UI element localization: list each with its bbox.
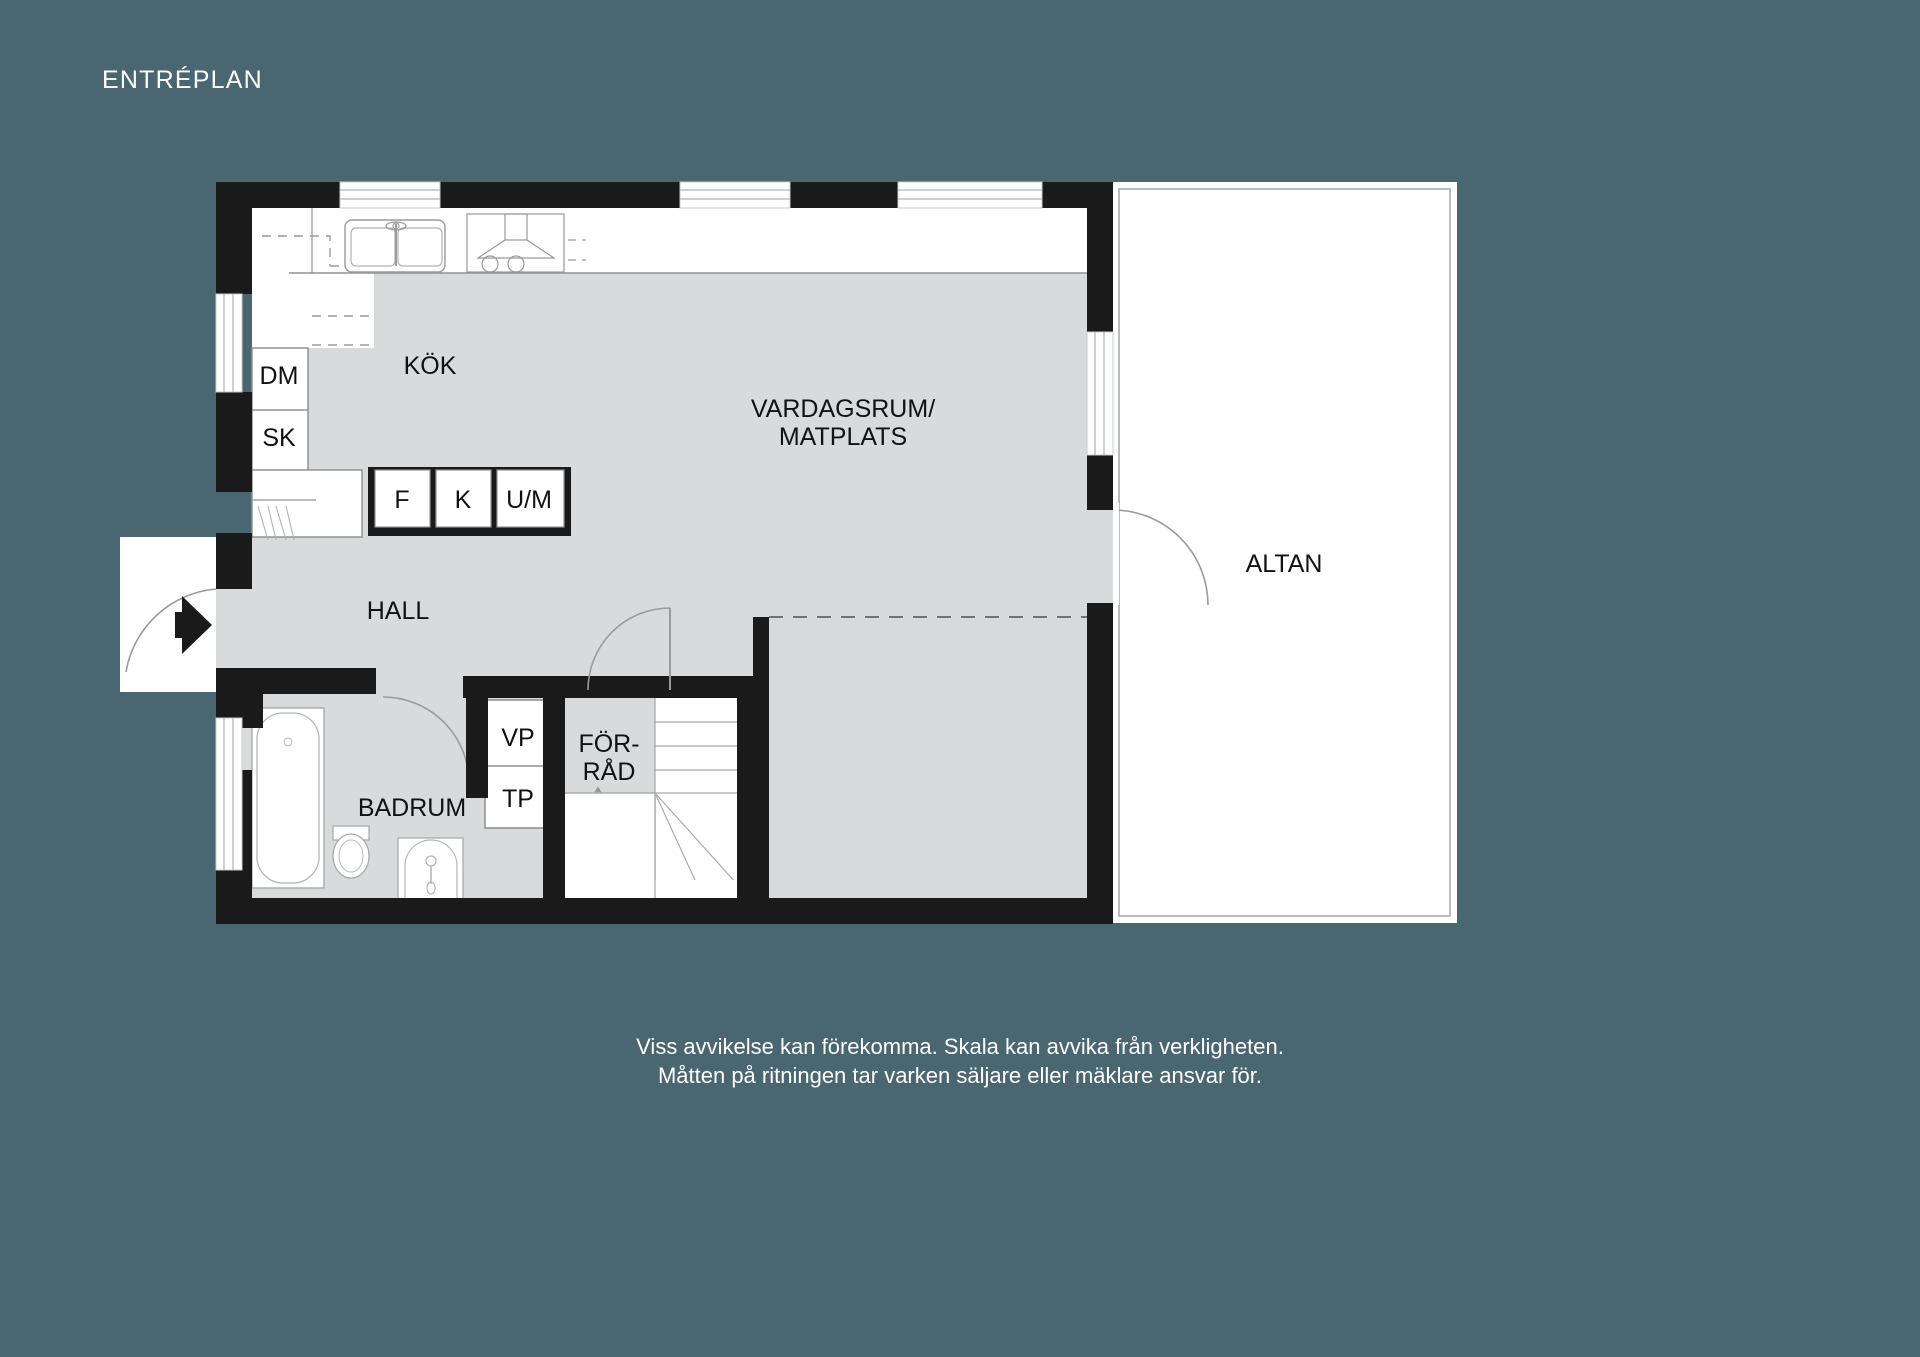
- room-label-hall: HALL: [367, 597, 430, 625]
- room-label-forrad-line2: RÅD: [583, 756, 636, 786]
- bathroom-fixtures: [251, 696, 470, 901]
- fixture-label-tp: TP: [502, 785, 534, 813]
- fixture-labels: DM SK F K U/M VP TP: [260, 362, 552, 813]
- disclaimer-line-2: Måtten på ritningen tar varken säljare e…: [657, 1063, 1263, 1089]
- kitchen-sink-icon: [344, 219, 446, 273]
- room-label-altan: ALTAN: [1246, 550, 1323, 578]
- stove-hood-icon: [466, 213, 586, 273]
- fixture-label-um: U/M: [506, 486, 552, 514]
- room-label-vardagsrum-line1: VARDAGSRUM/: [751, 395, 935, 423]
- walls: [216, 182, 1113, 924]
- room-label-badrum: BADRUM: [358, 794, 466, 822]
- room-label-kok: KÖK: [404, 352, 457, 380]
- patio-door: [1112, 503, 1209, 606]
- fixture-label-k: K: [455, 486, 472, 514]
- disclaimer-footer: Viss avvikelse kan förekomma. Skala kan …: [0, 1032, 1920, 1090]
- room-label-forrad-line1: FÖR-: [578, 730, 639, 758]
- washbasin-icon: [397, 837, 464, 901]
- fixture-label-sk: SK: [262, 424, 296, 452]
- entrance-arrow-icon: [175, 596, 212, 654]
- toilet-icon: [332, 825, 370, 879]
- windows: [215, 181, 1114, 871]
- appliance-block-fkum: [251, 467, 571, 541]
- room-labels: KÖK VARDAGSRUM/ MATPLATS HALL BADRUM FÖR…: [358, 352, 1323, 822]
- page-title: ENTRÉPLAN: [102, 66, 263, 94]
- altan-area: [1112, 182, 1457, 923]
- fixture-label-vp: VP: [501, 724, 534, 752]
- storage-door-swing: [587, 607, 671, 691]
- disclaimer-line-1: Viss avvikelse kan förekomma. Skala kan …: [636, 1034, 1284, 1059]
- entrance-door: [120, 537, 217, 692]
- fixture-label-f: F: [394, 486, 409, 514]
- room-label-vardagsrum-line2: MATPLATS: [779, 423, 907, 451]
- fixture-label-dm: DM: [260, 362, 299, 390]
